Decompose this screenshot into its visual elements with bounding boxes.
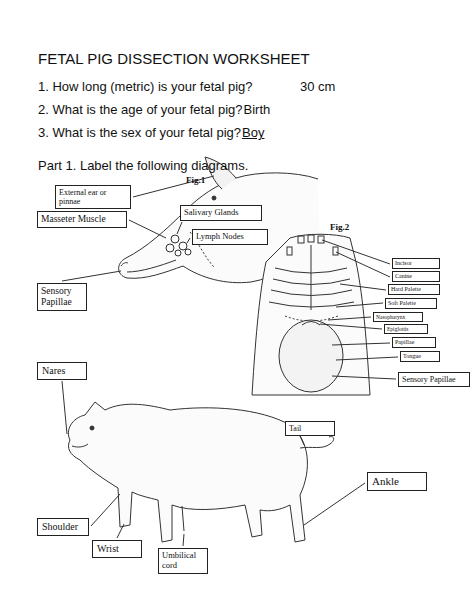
box-label-text: Shoulder (42, 521, 84, 533)
answer-text: Boy (242, 125, 264, 140)
section-heading: Part 1. Label the following diagrams. (38, 158, 248, 173)
label-box: Papillae (392, 337, 436, 348)
box-label-text: Nasopharynx (376, 314, 420, 320)
box-label-text: External ear or pinnae (59, 188, 127, 206)
box-label-text: Papillae (395, 339, 433, 346)
label-box: Ankle (367, 472, 427, 491)
label-box: Tail (285, 421, 335, 436)
question-text-text: 1. How long (metric) is your fetal pig? (38, 79, 253, 94)
question-text: 2. What is the age of your fetal pig? (38, 102, 243, 117)
box-label-text: Tongue (403, 353, 437, 360)
box-label-text: Salivary Glands (184, 208, 258, 218)
label-box: Lymph Nodes (192, 229, 268, 245)
question-text: 3. What is the sex of your fetal pig? (38, 125, 241, 140)
box-label-text: Soft Palette (388, 300, 434, 307)
label-box: Sensory Papillae (398, 372, 470, 387)
answer-text-text: Birth (244, 102, 271, 117)
label-box: Wrist (92, 540, 142, 558)
title-text: FETAL PIG DISSECTION WORKSHEET (38, 50, 310, 67)
box-label-text: Nares (42, 365, 82, 377)
answer-text: 30 cm (300, 79, 335, 94)
section-heading-text: Part 1. Label the following diagrams. (38, 158, 248, 173)
label-box: Incisor (392, 258, 440, 269)
label-box: Tongue (400, 351, 440, 362)
box-label-text: Hard Palette (391, 286, 437, 293)
answer-text-text: 30 cm (300, 79, 335, 94)
figure-number-text: Fig.2 (330, 222, 349, 232)
label-box: Nasopharynx (373, 312, 423, 322)
label-box: External ear or pinnae (55, 185, 131, 209)
box-label-text: Canine (395, 273, 437, 280)
box-label-text: Wrist (97, 543, 137, 555)
box-label-text: Tail (289, 424, 331, 433)
label-box: Umbilical cord (158, 548, 208, 574)
box-label-text: Incisor (395, 260, 437, 267)
question-text-text: 2. What is the age of your fetal pig? (38, 102, 243, 117)
figure-number: Fig.1 (186, 175, 205, 185)
box-label-text: Sensory Papillae (41, 286, 83, 308)
label-box: Soft Palette (385, 298, 437, 309)
label-box: Epiglottis (384, 324, 428, 334)
box-label-text: Umbilical cord (162, 551, 204, 571)
figure-number-text: Fig.1 (186, 175, 205, 185)
label-box: Shoulder (37, 518, 89, 536)
label-box: Masseter Muscle (37, 211, 127, 228)
box-label-text: Ankle (372, 475, 422, 488)
question-text: 1. How long (metric) is your fetal pig? (38, 79, 253, 94)
figure-number: Fig.2 (330, 222, 349, 232)
box-label-text: Masseter Muscle (41, 214, 123, 225)
answer-text: Birth (244, 102, 271, 117)
box-label-text: Lymph Nodes (196, 232, 264, 242)
label-box: Nares (37, 362, 87, 380)
label-box: Canine (392, 271, 440, 282)
label-box: Sensory Papillae (37, 283, 87, 311)
answer-text-text: Boy (242, 125, 264, 140)
worksheet-title: FETAL PIG DISSECTION WORKSHEET (38, 50, 310, 67)
label-box: Salivary Glands (180, 205, 262, 221)
question-text-text: 3. What is the sex of your fetal pig? (38, 125, 241, 140)
box-label-text: Sensory Papillae (402, 375, 466, 384)
box-label-text: Epiglottis (387, 326, 425, 332)
label-box: Hard Palette (388, 284, 440, 295)
piglet-figure (62, 381, 365, 546)
